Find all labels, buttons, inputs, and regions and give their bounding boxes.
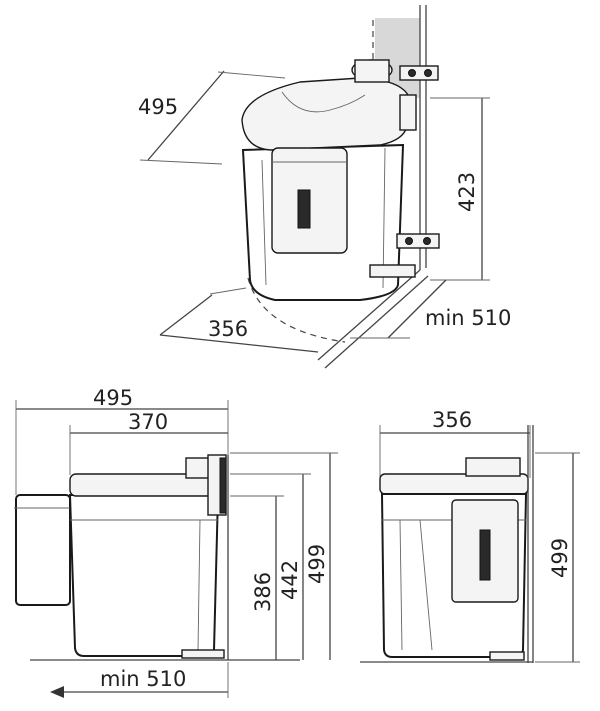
front-lid bbox=[379, 473, 529, 495]
front-pivot bbox=[465, 457, 521, 477]
dim-height-perspective: 423 bbox=[430, 97, 490, 281]
label-height-a: 386 bbox=[251, 572, 275, 612]
front-container bbox=[15, 494, 71, 606]
pivot-post bbox=[354, 59, 390, 83]
side-view: 495 370 386 442 bbox=[14, 386, 338, 698]
arrow-left-icon bbox=[50, 686, 64, 698]
label-body-depth: 370 bbox=[128, 410, 168, 434]
hinge-bracket-bottom bbox=[396, 233, 440, 249]
floor-line-2 bbox=[324, 275, 429, 369]
lid-opening bbox=[281, 91, 366, 113]
handle-slot bbox=[297, 189, 311, 229]
side-guide bbox=[399, 94, 417, 131]
floor-line bbox=[317, 269, 421, 361]
body-rib-1 bbox=[261, 159, 267, 286]
dim-height-386: 386 bbox=[230, 495, 284, 660]
label-cabinet-min-side: min 510 bbox=[100, 667, 186, 691]
label-front-width: 356 bbox=[432, 408, 472, 432]
dim-height-499: 499 bbox=[230, 452, 338, 660]
dim-height-442: 442 bbox=[230, 473, 311, 660]
dim-body-depth: 370 bbox=[69, 410, 228, 475]
dim-front-height: 499 bbox=[535, 452, 580, 663]
bottom-runner bbox=[369, 264, 416, 278]
label-cabinet-min: min 510 bbox=[425, 306, 511, 330]
front-foot bbox=[489, 651, 525, 661]
perspective-view: 495 423 356 min 510 bbox=[138, 5, 511, 369]
label-depth: 495 bbox=[138, 95, 178, 119]
dim-width-perspective: 356 bbox=[159, 287, 319, 353]
label-height: 423 bbox=[455, 172, 479, 212]
side-rib-2 bbox=[197, 519, 201, 651]
dim-cabinet-perspective: min 510 bbox=[350, 279, 511, 339]
label-front-height: 499 bbox=[548, 538, 572, 578]
dim-overall-depth: 495 bbox=[15, 386, 229, 495]
label-width: 356 bbox=[208, 317, 248, 341]
side-foot bbox=[181, 649, 225, 659]
front-view: 356 499 bbox=[360, 408, 580, 663]
side-bracket-mount bbox=[219, 457, 227, 514]
door-swing-arc bbox=[247, 277, 346, 343]
bin-lid bbox=[241, 77, 411, 151]
front-inner-outline-2 bbox=[419, 519, 433, 651]
dim-depth-perspective: 495 bbox=[138, 70, 286, 165]
dim-cabinet-side: min 510 bbox=[50, 662, 229, 698]
dim-front-width: 356 bbox=[379, 408, 531, 478]
label-height-c: 499 bbox=[305, 544, 329, 584]
front-inner-outline bbox=[399, 519, 403, 651]
label-height-b: 442 bbox=[278, 560, 302, 600]
label-overall-depth: 495 bbox=[93, 386, 133, 410]
side-body bbox=[68, 494, 220, 657]
front-handle-slot bbox=[479, 529, 491, 581]
hinge-bracket-top bbox=[399, 65, 439, 81]
